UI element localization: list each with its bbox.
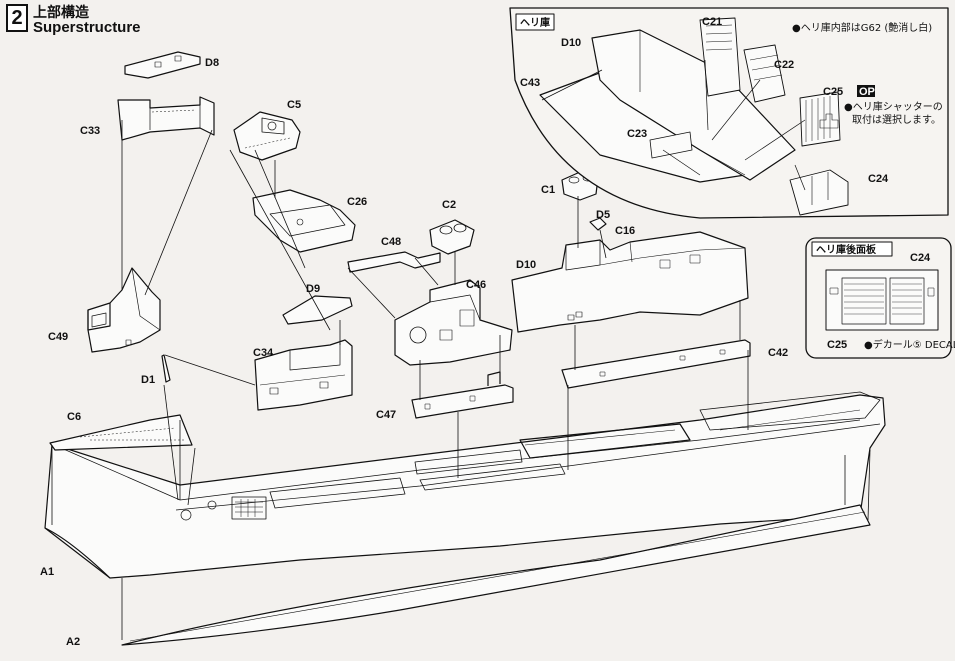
assembly-arrows [51, 120, 871, 640]
part-d8-plate [124, 51, 201, 79]
part-c42-strip [561, 339, 751, 389]
part-c5-deckhouse [233, 111, 301, 161]
step-title-jp: 上部構造 [33, 4, 89, 20]
label-a1: A1 [40, 566, 54, 578]
note-shutter-line2: 取付は選択します。 [852, 113, 941, 126]
label-c2: C2 [442, 199, 456, 211]
op-label: OP [859, 86, 875, 98]
label-d9: D9 [306, 283, 320, 295]
op-badge [857, 85, 875, 97]
label-a2: A2 [66, 636, 80, 648]
label-c47: C47 [376, 409, 396, 421]
part-d10-main-superstructure [511, 231, 749, 333]
part-d5-fitting [589, 217, 607, 231]
label-d10-inset: D10 [561, 37, 581, 49]
label-c42: C42 [768, 347, 788, 359]
part-c33-bulkhead [117, 96, 215, 141]
inset-hangar-title: ヘリ庫 [520, 16, 550, 29]
part-c6-bow-deck [49, 414, 193, 451]
label-c5: C5 [287, 99, 301, 111]
inset-rear-panel [805, 237, 952, 359]
part-c46-superstructure [394, 279, 513, 366]
part-c26-platform [252, 189, 356, 253]
label-c26: C26 [347, 196, 367, 208]
note-shutter-line1: ●ヘリ庫シャッターの [844, 100, 943, 113]
part-d1-mast [161, 354, 171, 383]
label-c21: C21 [702, 16, 722, 28]
label-c49: C49 [48, 331, 68, 343]
part-labels: D8 C5 C33 C26 C48 C2 C46 D9 C49 C34 D1 C… [40, 16, 955, 648]
label-c25-panel: C25 [827, 339, 847, 351]
part-c34-deckhouse [254, 339, 353, 411]
label-c1: C1 [541, 184, 555, 196]
hull-deck-a1 [44, 391, 886, 579]
label-c24: C24 [868, 173, 889, 185]
hull-bottom-a2 [121, 504, 871, 646]
note-decal: ●デカール⑤ DECAL [864, 338, 955, 351]
label-d1: D1 [141, 374, 155, 386]
label-d5: D5 [596, 209, 610, 221]
label-d8: D8 [205, 57, 219, 69]
label-c23: C23 [627, 128, 647, 140]
part-d9-plate [282, 295, 353, 325]
label-c34: C34 [253, 347, 274, 359]
part-c49-bridge [87, 267, 161, 353]
label-c43: C43 [520, 77, 540, 89]
step-number: 2 [6, 4, 28, 32]
label-c16: C16 [615, 225, 635, 237]
inset-rear-panel-title: ヘリ庫後面板 [816, 243, 877, 256]
part-c48-wall [347, 251, 441, 273]
step-header: 2 上部構造 Superstructure [6, 4, 141, 36]
inset-hangar [509, 7, 949, 219]
note-hangar-color: ●ヘリ庫内部はG62 (艶消し白) [792, 21, 932, 34]
label-c48: C48 [381, 236, 401, 248]
label-c33: C33 [80, 125, 100, 137]
label-c6: C6 [67, 411, 81, 423]
step-title-en: Superstructure [33, 19, 141, 36]
label-c22: C22 [774, 59, 794, 71]
part-c47-strip [411, 371, 514, 419]
label-c24-panel: C24 [910, 252, 931, 264]
label-c25: C25 [823, 86, 843, 98]
label-d10: D10 [516, 259, 536, 271]
label-c46: C46 [466, 279, 486, 291]
part-c2-director [429, 219, 475, 255]
